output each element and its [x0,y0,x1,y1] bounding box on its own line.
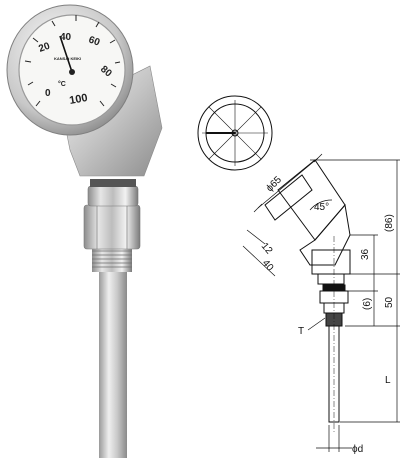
thread-leader [307,317,326,331]
dim-angle: 45° [314,202,329,213]
dim-height-50: 50 [384,296,395,308]
dim-height-86: (86) [384,214,395,232]
stem-diameter-dimension [316,425,352,452]
dim-height-6: (6) [362,298,373,310]
gauge-dial: 20 40 60 80 0 100 °C KANSAI KEIKI [6,4,134,136]
dim-stem-length: L [385,375,391,386]
dial-unit: °C [58,80,66,88]
gauge-hex-nut [83,204,141,250]
technical-drawing [197,95,400,452]
gauge-photo: 20 40 60 80 0 100 °C KANSAI KEIKI [6,4,163,458]
side-view-stem [328,236,340,432]
gauge-elbow [61,65,163,177]
dim-height-36: 36 [360,248,371,260]
gauge-thread [92,248,132,272]
dial-label-40: 40 [60,32,72,43]
dim-dial-diameter: ϕ65 [264,174,284,194]
dial-label-100: 100 [68,92,88,107]
side-view-head [264,159,351,285]
front-view-dial [197,95,273,171]
dim-stem-diameter: ϕd [352,444,363,455]
dial-label-60: 60 [87,34,102,48]
dim-thread-t: T [298,326,304,337]
dial-label-0: 0 [45,88,51,99]
gauge-pointer [59,35,73,73]
diagonal-dimensions [242,153,333,277]
dim-width-40: 40 [260,258,276,274]
gauge-stem [99,270,127,458]
gauge-coupling [87,185,139,207]
dim-width-12: 12 [259,241,275,257]
dial-brand: KANSAI KEIKI [54,56,81,61]
vertical-dimensions [310,159,400,423]
dial-label-20: 20 [37,41,52,55]
